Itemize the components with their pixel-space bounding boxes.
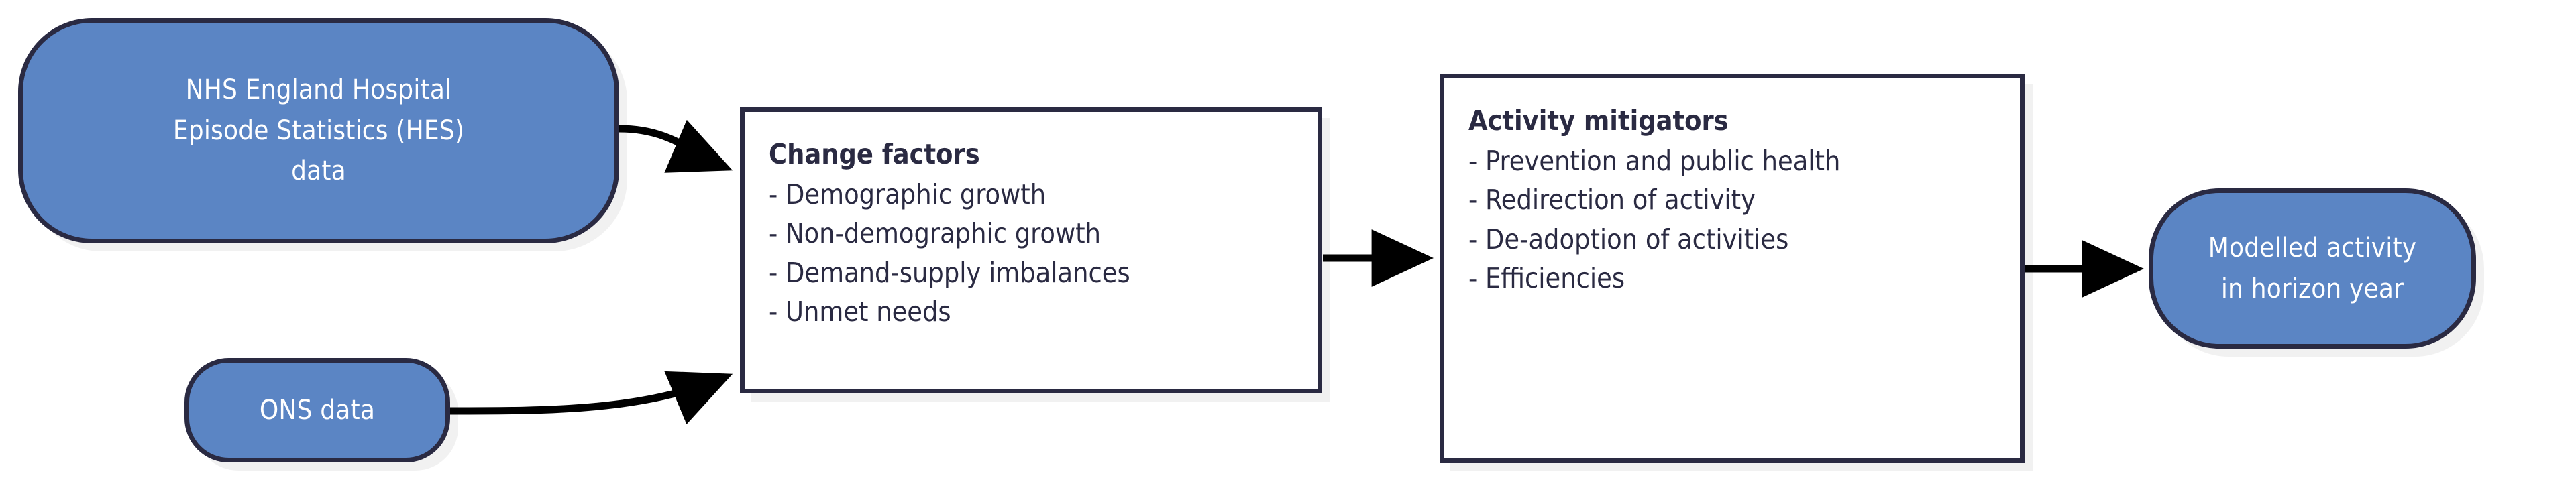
list-item: - Non-demographic growth xyxy=(769,217,1101,250)
edge-ons-to-change-factors xyxy=(449,371,733,424)
change-factors-list: - Demographic growth - Non-demographic g… xyxy=(769,175,1318,331)
node-modelled-activity-in-horizon-year[interactable]: Modelled activity in horizon year xyxy=(2149,188,2476,349)
node-nhs-england-hes-data[interactable]: NHS England Hospital Episode Statistics … xyxy=(18,18,619,243)
node-modelled-line-1: Modelled activity xyxy=(2208,232,2417,263)
node-ons-line-1: ONS data xyxy=(259,394,376,426)
node-hes-line-2: Episode Statistics (HES) xyxy=(172,115,465,146)
activity-mitigators-title: Activity mitigators xyxy=(1468,105,1729,137)
list-item: - Demographic growth xyxy=(769,178,1046,211)
node-ons-data[interactable]: ONS data xyxy=(184,358,450,462)
edge-hes-to-change-factors xyxy=(619,119,733,173)
node-change-factors[interactable]: Change factors - Demographic growth - No… xyxy=(740,107,1322,393)
node-hes-line-3: data xyxy=(291,156,346,187)
list-item: - Efficiencies xyxy=(1468,261,1625,294)
list-item: - Prevention and public health xyxy=(1468,145,1841,178)
list-item: - De-adoption of activities xyxy=(1468,223,1789,255)
activity-mitigators-list: - Prevention and public health - Redirec… xyxy=(1468,141,2020,298)
node-modelled-line-2: in horizon year xyxy=(2220,273,2404,304)
list-item: - Redirection of activity xyxy=(1468,184,1756,217)
change-factors-title: Change factors xyxy=(769,138,980,170)
node-activity-mitigators[interactable]: Activity mitigators - Prevention and pub… xyxy=(1440,74,2025,463)
list-item: - Unmet needs xyxy=(769,295,951,328)
list-item: - Demand-supply imbalances xyxy=(769,256,1130,289)
node-hes-line-1: NHS England Hospital xyxy=(185,74,452,105)
